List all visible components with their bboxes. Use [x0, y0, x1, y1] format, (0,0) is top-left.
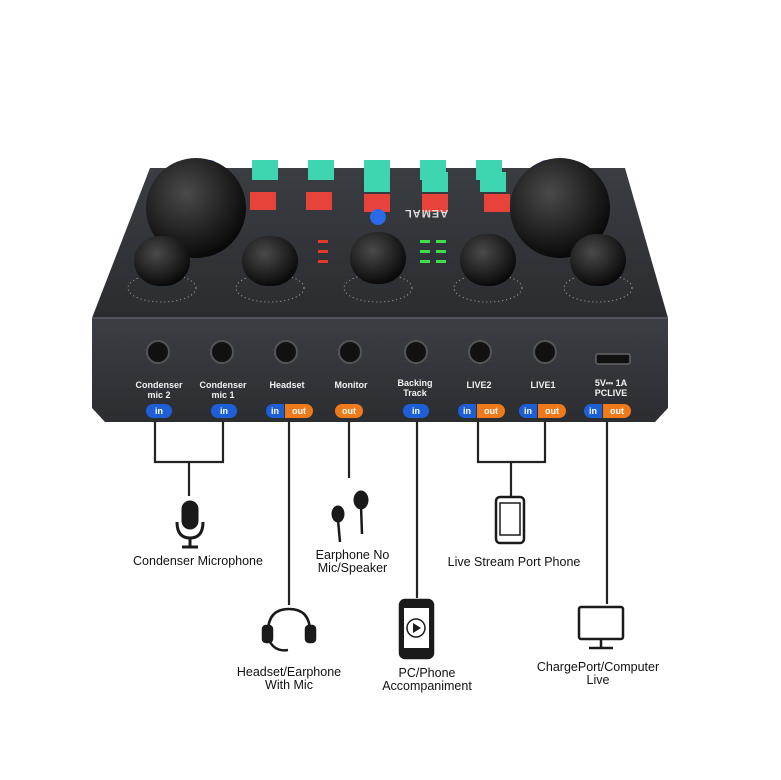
caption-line1: PC/Phone	[398, 666, 456, 680]
pad-buttons	[202, 160, 554, 225]
caption-headset: Headset/Earphone With Mic	[224, 666, 354, 692]
audio-jacks	[146, 340, 631, 365]
caption-line2: Mic/Speaker	[317, 561, 388, 575]
port-label-line1: Condenser	[199, 380, 247, 390]
port-label-line2: mic 2	[147, 390, 171, 400]
headset-icon	[261, 607, 317, 652]
port-label-line1: Condenser	[135, 380, 183, 390]
port-label-monitor: Monitor	[311, 380, 391, 390]
port-label-live1: LIVE1	[503, 380, 583, 390]
phone-play-icon	[398, 598, 435, 660]
caption-line2: Live	[586, 673, 610, 687]
badge-out: out	[538, 404, 566, 418]
caption-line2: Accompaniment	[382, 679, 472, 693]
caption-line1: Headset/Earphone	[236, 665, 342, 679]
connection-lines	[153, 422, 609, 605]
earphones-icon	[331, 490, 369, 543]
port-label-line1: LIVE2	[466, 380, 492, 390]
port-label-condenser-mic-2: Condenser mic 2	[119, 380, 199, 400]
caption-earphone: Earphone No Mic/Speaker	[300, 549, 405, 575]
large-knob-left	[146, 158, 246, 258]
port-label-pclive: 5V⎓ 1A PCLIVE	[571, 378, 651, 398]
caption-live-stream-phone: Live Stream Port Phone	[447, 555, 581, 569]
badge-in: in	[266, 404, 284, 418]
port-label-line1: LIVE1	[530, 380, 556, 390]
led-meters	[318, 240, 446, 263]
badge-out: out	[335, 404, 363, 418]
port-label-headset: Headset	[247, 380, 327, 390]
large-knob-right	[510, 158, 610, 258]
device-front-panel	[92, 318, 668, 422]
badge-in: in	[146, 404, 172, 418]
caption-line1: Earphone No	[315, 548, 390, 562]
badge-out: out	[285, 404, 313, 418]
port-label-line2: mic 1	[211, 390, 235, 400]
microphone-icon	[175, 500, 205, 549]
port-label-live2: LIVE2	[439, 380, 519, 390]
caption-pc-phone: PC/Phone Accompaniment	[362, 667, 492, 693]
port-label-condenser-mic-1: Condenser mic 1	[183, 380, 263, 400]
caption-computer: ChargePort/Computer Live	[522, 661, 674, 687]
caption-line2: With Mic	[265, 678, 313, 692]
small-knobs	[127, 232, 633, 303]
port-label-backing-track: Backing Track	[375, 378, 455, 398]
brand-logo: AEMAL	[404, 207, 449, 219]
badge-in: in	[519, 404, 537, 418]
caption-condenser-microphone: Condenser Microphone	[133, 554, 263, 568]
port-label-line1: Backing	[397, 378, 433, 388]
port-label-line1: 5V⎓ 1A	[594, 378, 628, 388]
badge-out: out	[477, 404, 505, 418]
badge-in: in	[403, 404, 429, 418]
badge-in: in	[458, 404, 476, 418]
port-label-line1: Monitor	[334, 380, 368, 390]
port-label-line2: Track	[403, 388, 427, 398]
badge-in: in	[211, 404, 237, 418]
port-label-line1: Headset	[269, 380, 305, 390]
monitor-icon	[577, 605, 625, 650]
badge-out: out	[603, 404, 631, 418]
smartphone-icon	[494, 495, 526, 545]
port-label-line2: PCLIVE	[594, 388, 628, 398]
caption-line1: ChargePort/Computer	[536, 660, 660, 674]
badge-in: in	[584, 404, 602, 418]
